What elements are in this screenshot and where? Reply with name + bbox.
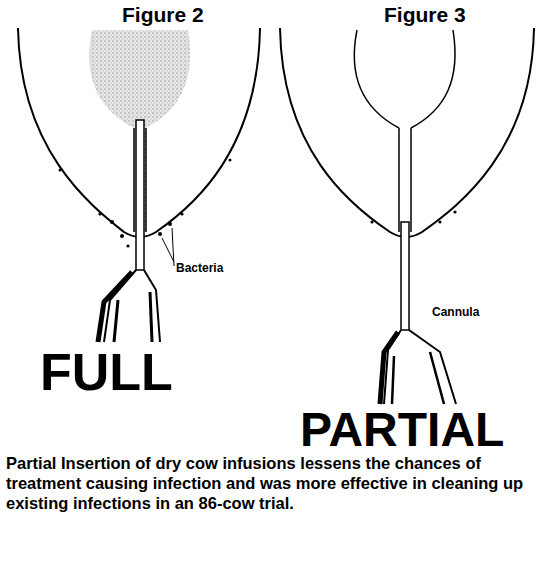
figure-title: Figure 3 [384, 4, 466, 25]
part-label: Bacteria [176, 262, 223, 274]
cannula-full [98, 120, 160, 342]
insertion-label: FULL [40, 346, 173, 398]
bacteria-dots [59, 159, 232, 248]
caption: Partial Insertion of dry cow infusions l… [6, 453, 526, 513]
figure-title: Figure 2 [122, 4, 204, 25]
insertion-label: PARTIAL [300, 406, 504, 454]
teat-partial [280, 28, 534, 237]
leader-line [162, 228, 174, 266]
part-label: Cannula [432, 306, 479, 318]
